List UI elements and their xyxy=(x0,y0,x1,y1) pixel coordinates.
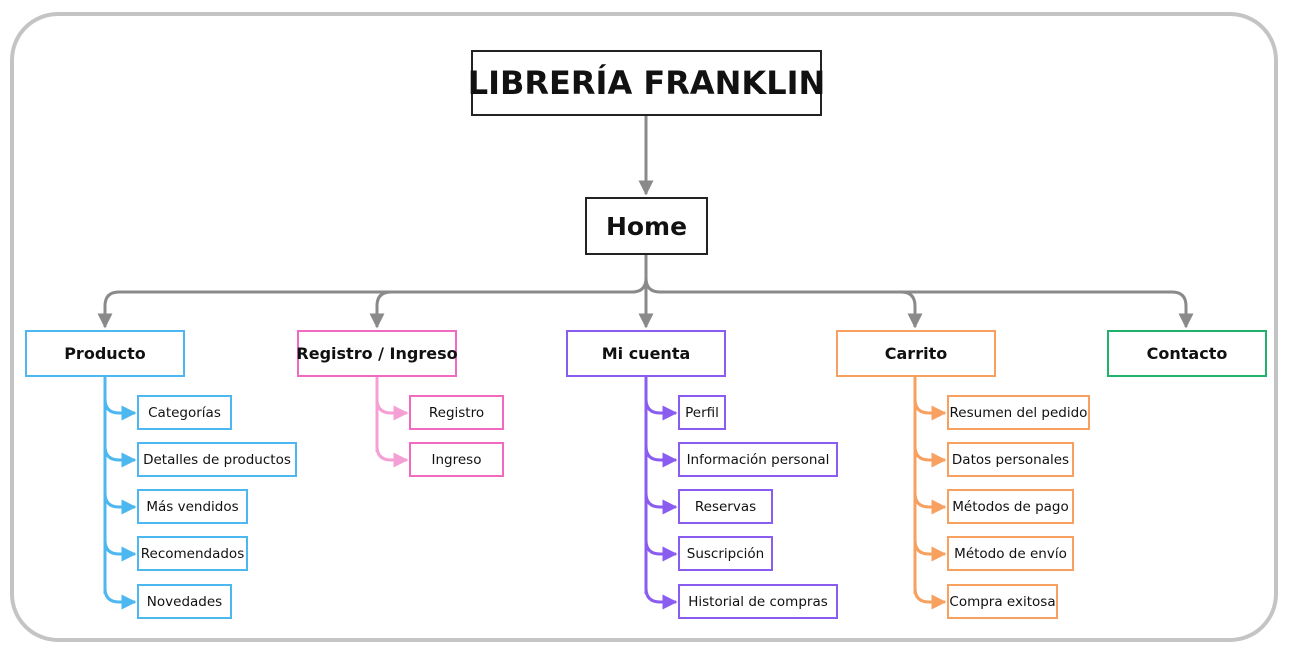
diagram-frame xyxy=(10,12,1278,642)
leaf-ingreso: Ingreso xyxy=(409,442,504,477)
leaf-metodos-de-pago: Métodos de pago xyxy=(947,489,1074,524)
leaf-perfil: Perfil xyxy=(678,395,726,430)
section-carrito: Carrito xyxy=(836,330,996,377)
leaf-detalles-de-productos: Detalles de productos xyxy=(137,442,297,477)
leaf-categorias: Categorías xyxy=(137,395,232,430)
cuenta-connectors xyxy=(644,377,678,610)
leaf-compra-exitosa: Compra exitosa xyxy=(947,584,1058,619)
carrito-connectors xyxy=(913,377,947,610)
section-producto: Producto xyxy=(25,330,185,377)
leaf-reservas: Reservas xyxy=(678,489,773,524)
home-sections-connectors xyxy=(97,255,1194,329)
site-title-node: LIBRERÍA FRANKLIN xyxy=(468,50,825,116)
home-node: Home xyxy=(585,197,708,255)
registro-connectors xyxy=(375,377,409,468)
leaf-recomendados: Recomendados xyxy=(137,536,248,571)
leaf-datos-personales: Datos personales xyxy=(947,442,1074,477)
leaf-historial-de-compras: Historial de compras xyxy=(678,584,838,619)
leaf-informacion-personal: Información personal xyxy=(678,442,838,477)
leaf-resumen-del-pedido: Resumen del pedido xyxy=(947,395,1090,430)
leaf-metodo-de-envio: Método de envío xyxy=(947,536,1074,571)
leaf-mas-vendidos: Más vendidos xyxy=(137,489,248,524)
leaf-suscripcion: Suscripción xyxy=(678,536,773,571)
section-registro-ingreso: Registro / Ingreso xyxy=(296,330,458,377)
leaf-novedades: Novedades xyxy=(137,584,232,619)
section-contacto: Contacto xyxy=(1107,330,1267,377)
section-mi-cuenta: Mi cuenta xyxy=(566,330,726,377)
producto-connectors xyxy=(103,377,137,610)
leaf-registro: Registro xyxy=(409,395,504,430)
